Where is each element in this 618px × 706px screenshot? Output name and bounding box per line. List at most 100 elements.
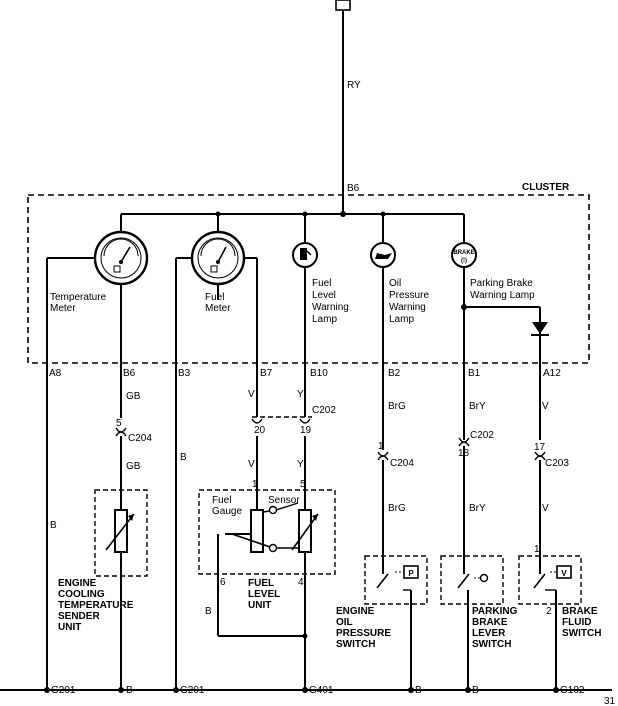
wire-color-gb2: GB [126, 461, 141, 472]
wire-color-b-a8: B [50, 520, 57, 531]
brake-lever-contact [457, 573, 470, 589]
brake-lever-terminal-icon [479, 573, 489, 583]
fuel-meter-label-1: Fuel [205, 292, 224, 303]
bus-junction-main [340, 211, 346, 217]
connector-c203: C203 [545, 458, 569, 469]
temperature-meter-gauge-icon [93, 230, 149, 286]
fuel-gauge-label-2: Gauge [212, 506, 242, 517]
wire-color-v3: V [542, 401, 549, 412]
wire-color-brg2: BrG [388, 503, 406, 514]
pin-4: 4 [298, 577, 304, 588]
fuel-gauge-label-1: Fuel [212, 495, 231, 506]
cluster-label: CLUSTER [522, 182, 570, 193]
connector-c202: C202 [312, 405, 336, 416]
connector-a12: A12 [543, 368, 561, 379]
sensor-label: Sensor [268, 495, 300, 506]
temp-sender-label-2: COOLING [58, 589, 105, 600]
oil-lamp-label-3: Warning [389, 302, 426, 313]
brake-lever-boundary [440, 555, 504, 605]
fuel-unit-label-1: FUEL [248, 578, 274, 589]
fuel-level-unit-boundary [198, 489, 336, 575]
connector-b2: B2 [388, 368, 401, 379]
temp-meter-label-2: Meter [50, 303, 76, 314]
fuel-lamp-label-4: Lamp [312, 314, 337, 325]
brake-lever-label-4: SWITCH [472, 639, 511, 650]
brake-lever-label-2: BRAKE [472, 617, 508, 628]
brake-fluid-level-icon [556, 565, 572, 579]
brake-fluid-boundary [518, 555, 582, 605]
wire-color-y: Y [297, 389, 304, 400]
fuel-lamp-label-2: Level [312, 290, 336, 301]
temp-sender-label-4: SENDER [58, 611, 100, 622]
temp-meter-label-1: Temperature [50, 292, 107, 303]
pin-5-c204: 5 [116, 418, 122, 429]
connector-c202-brake: C202 [470, 430, 494, 441]
wire-color-gb: GB [126, 391, 141, 402]
pin-5-fuel: 5 [300, 479, 306, 490]
oil-switch-label-4: SWITCH [336, 639, 375, 650]
fuse-stub [335, 0, 351, 11]
svg-text:P: P [408, 569, 414, 578]
wire-color-v4: V [542, 503, 549, 514]
pin-20: 20 [254, 425, 266, 436]
wire-color-v: V [248, 389, 255, 400]
brake-fluid-label-2: FLUID [562, 617, 591, 628]
connector-c204: C204 [128, 433, 152, 444]
connector-b7: B7 [260, 368, 273, 379]
wire-color-b-b3: B [180, 452, 187, 463]
connector-b1: B1 [468, 368, 481, 379]
pin-17: 17 [534, 442, 546, 453]
wire-color-ry: RY [347, 80, 361, 91]
wire-color-b-fuel: B [205, 606, 212, 617]
connector-b3: B3 [178, 368, 191, 379]
brake-fluid-label-3: SWITCH [562, 628, 601, 639]
brake-lamp-label-2: Warning Lamp [470, 290, 535, 301]
brake-fluid-contact [533, 573, 546, 589]
ground-g102: G102 [560, 685, 585, 696]
svg-text:(!): (!) [461, 258, 467, 264]
oil-lamp-label-2: Pressure [389, 290, 429, 301]
pin-19: 19 [300, 425, 312, 436]
connector-b10: B10 [310, 368, 328, 379]
brake-fluid-label-1: BRAKE [562, 606, 598, 617]
fuel-meter-label-2: Meter [205, 303, 231, 314]
connector-a8: A8 [49, 368, 62, 379]
fuel-unit-label-2: LEVEL [248, 589, 280, 600]
oil-lamp-label-4: Lamp [389, 314, 414, 325]
fuel-float-switch [231, 533, 271, 548]
temp-sender-label-3: TEMPERATURE [58, 600, 134, 611]
page-number: 31 [604, 696, 616, 706]
oil-switch-boundary [364, 555, 428, 605]
pin-6: 6 [220, 577, 226, 588]
cluster-boundary [27, 194, 590, 364]
pin-1-c204: 1 [378, 441, 384, 452]
oil-switch-label-2: OIL [336, 617, 353, 628]
brake-warning-icon: BRAKE (!) [451, 242, 477, 268]
connector-b6: B6 [123, 368, 136, 379]
svg-text:BRAKE: BRAKE [453, 250, 474, 256]
connector-b6-top: B6 [347, 183, 360, 194]
fuel-lamp-label-1: Fuel [312, 278, 331, 289]
wire-color-bry2: BrY [469, 503, 486, 514]
fuel-meter-gauge-icon [190, 230, 246, 286]
ground-g201-a: G201 [51, 685, 76, 696]
temp-sender-label-5: UNIT [58, 622, 81, 633]
ground-g201-b: G201 [180, 685, 205, 696]
pin-1-fluid: 1 [534, 544, 540, 555]
wire-color-v2: V [248, 459, 255, 470]
wire-color-brg: BrG [388, 401, 406, 412]
connector-c204-oil: C204 [390, 458, 414, 469]
oil-switch-contact [376, 573, 389, 589]
pin-1-fuel: 1 [252, 479, 258, 490]
fuel-unit-label-3: UNIT [248, 600, 271, 611]
brake-lever-label-1: PARKING [472, 606, 518, 617]
fuel-lamp-label-3: Warning [312, 302, 349, 313]
pin-2-fluid: 2 [546, 606, 552, 617]
brake-lever-label-3: LEVER [472, 628, 506, 639]
svg-text:V: V [561, 569, 567, 578]
oil-switch-label-3: PRESSURE [336, 628, 391, 639]
diode-icon [531, 322, 549, 336]
wire-color-y2: Y [297, 459, 304, 470]
ground-g401: G401 [309, 685, 334, 696]
